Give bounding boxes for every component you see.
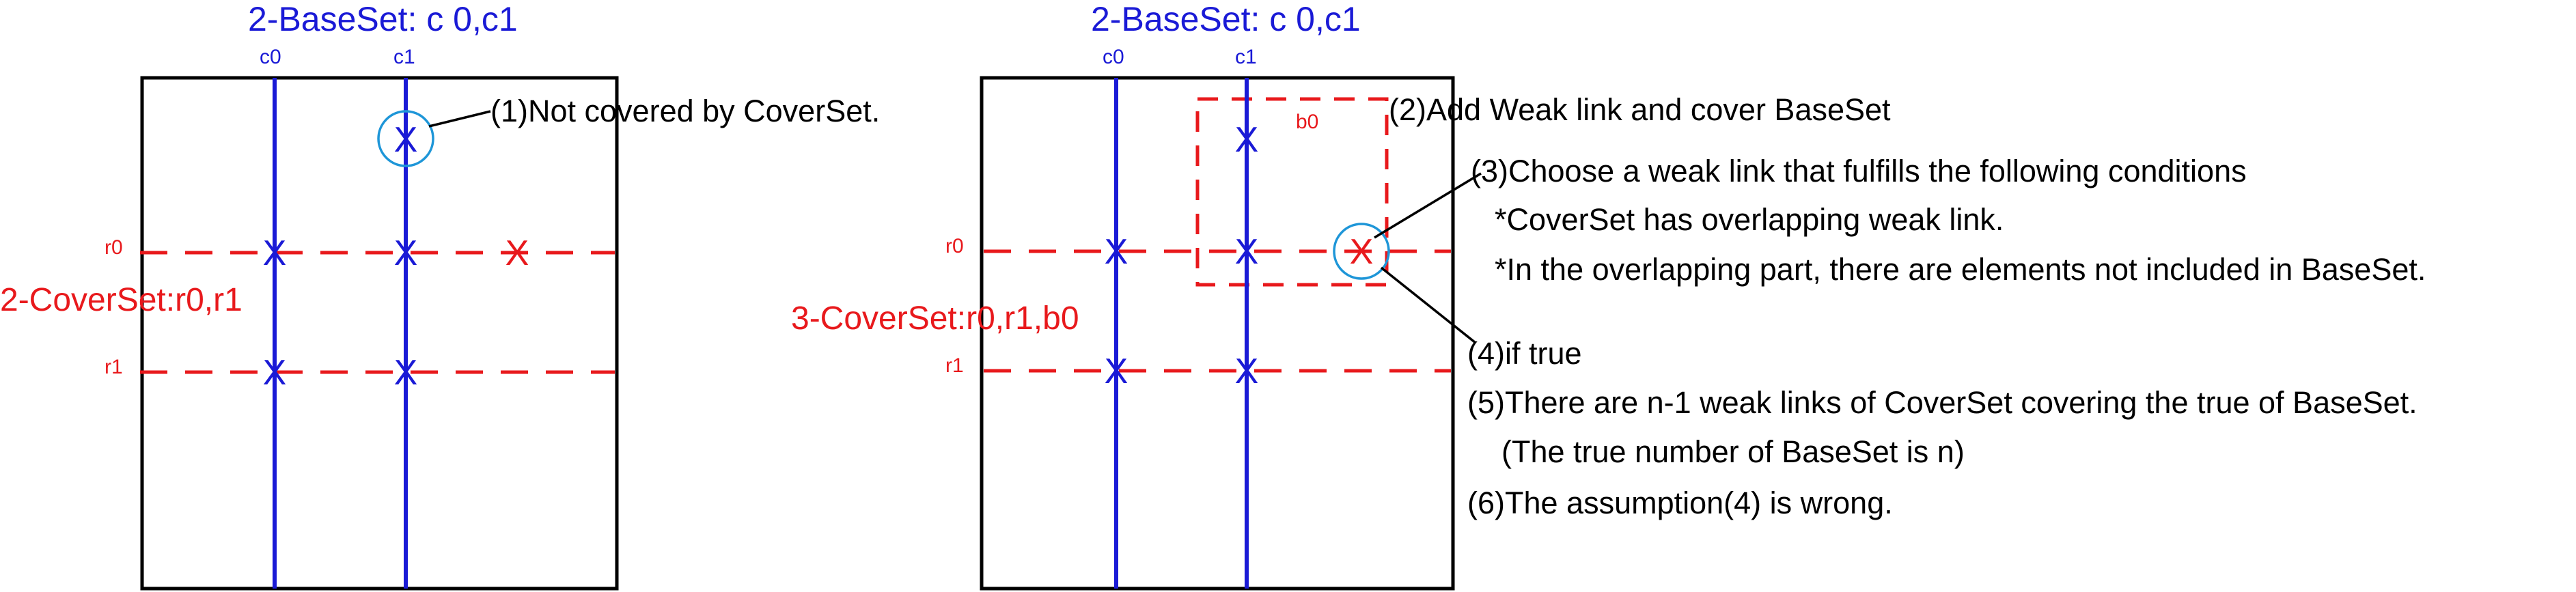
note-6: (6)The assumption(4) is wrong. (1467, 485, 1893, 520)
right-col-label-c1: c1 (1235, 46, 1257, 68)
left-mark-r0-c1: X (394, 234, 418, 273)
left-baseset-title: 2-BaseSet: c 0,c1 (248, 0, 518, 38)
left-mark-r1-c1: X (394, 353, 418, 393)
right-mark-r0-b0: X (1350, 232, 1374, 272)
note-3b: *In the overlapping part, there are elem… (1495, 252, 2426, 287)
note3-leader (1374, 172, 1482, 239)
left-panel: 2-BaseSet: c 0,c1 c0 c1 r0 r1 2-CoverSet… (0, 0, 880, 591)
left-uncovered-circle (377, 110, 434, 167)
left-row-label-r1: r1 (105, 356, 123, 378)
right-box-label-b0: b0 (1296, 111, 1318, 133)
right-mark-b0-top: X (1235, 120, 1259, 160)
notes: (2)Add Weak link and cover BaseSet (3)Ch… (1389, 92, 2426, 520)
right-mark-r1-c1: X (1235, 352, 1259, 391)
note-5a: (The true number of BaseSet is n) (1501, 434, 1965, 469)
left-note-1: (1)Not covered by CoverSet. (490, 94, 880, 128)
right-coverset-label: 3-CoverSet:r0,r1,b0 (791, 300, 1079, 337)
left-mark-r0-c0: X (263, 234, 287, 273)
right-row-label-r0: r0 (945, 235, 964, 257)
left-mark-top-c1: X (394, 120, 418, 160)
right-row-label-r1: r1 (945, 354, 964, 377)
left-col-label-c1: c1 (393, 46, 415, 68)
right-mark-r0-c0: X (1105, 232, 1128, 272)
right-baseset-title: 2-BaseSet: c 0,c1 (1091, 0, 1361, 38)
left-mark-r1-c0: X (263, 353, 287, 393)
right-frame (980, 76, 1455, 591)
note-3: (3)Choose a weak link that fulfills the … (1471, 154, 2247, 188)
left-row-label-r0: r0 (105, 236, 123, 259)
left-col-label-c0: c0 (260, 46, 281, 68)
left-note1-leader (428, 110, 491, 128)
right-mark-r0-c1: X (1235, 232, 1259, 272)
right-panel: 2-BaseSet: c 0,c1 c0 c1 r0 r1 b0 3-Cover… (791, 0, 1482, 591)
left-mark-r0-right: X (505, 234, 529, 273)
note4-leader (1380, 266, 1477, 344)
right-overlap-circle (1333, 223, 1390, 280)
note-4: (4)if true (1467, 336, 1582, 371)
note-5: (5)There are n-1 weak links of CoverSet … (1467, 385, 2418, 420)
right-mark-r1-c0: X (1105, 352, 1128, 391)
note-3a: *CoverSet has overlapping weak link. (1495, 202, 2004, 237)
right-col-label-c0: c0 (1103, 46, 1124, 68)
left-frame (140, 76, 619, 591)
left-coverset-label: 2-CoverSet:r0,r1 (0, 282, 243, 318)
right-b0-box (1195, 97, 1389, 287)
note-2: (2)Add Weak link and cover BaseSet (1389, 92, 1891, 127)
